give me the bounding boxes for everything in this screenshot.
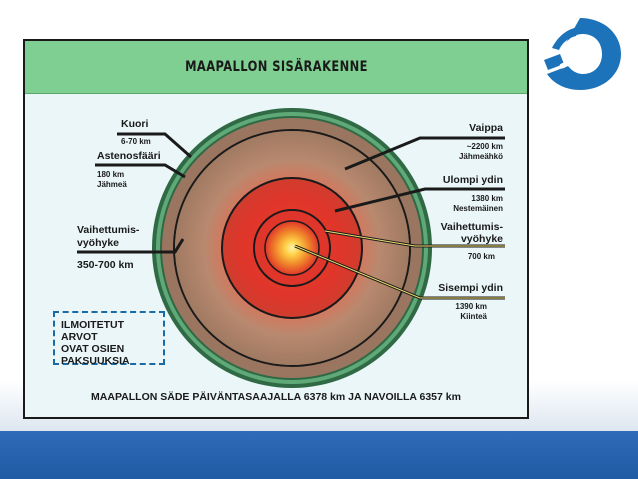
astenosfaari-value: 180 km bbox=[97, 170, 124, 179]
vaippa-label: Vaippa bbox=[469, 122, 503, 134]
logo-icon bbox=[544, 18, 621, 90]
bottom-band bbox=[0, 431, 638, 479]
diagram-panel: MAAPALLON SISÄRAKENNE bbox=[23, 39, 529, 419]
transition-zone-boundary bbox=[173, 129, 411, 367]
sisempi-ydin-label: Sisempi ydin bbox=[438, 282, 503, 294]
panel-header: MAAPALLON SISÄRAKENNE bbox=[25, 41, 527, 94]
astenosfaari-leader bbox=[95, 163, 186, 179]
kuori-value: 6-70 km bbox=[121, 137, 151, 146]
note-line3: PAKSUUKSIA bbox=[61, 355, 130, 367]
ulompi-ydin-state: Nestemäinen bbox=[453, 204, 503, 213]
earth-cross-section bbox=[152, 108, 432, 388]
ulompi-ydin-value: 1380 km bbox=[471, 194, 503, 203]
diagram-title: MAAPALLON SISÄRAKENNE bbox=[184, 59, 368, 75]
astenosfaari-state: Jähmeä bbox=[97, 180, 127, 189]
inner-core-layer bbox=[264, 220, 320, 276]
sisempi-ydin-leader-highlight bbox=[294, 245, 505, 299]
ulompi-ydin-label: Ulompi ydin bbox=[443, 174, 503, 186]
kuori-label: Kuori bbox=[121, 118, 148, 130]
vaihettumis-inner-value: 700 km bbox=[468, 252, 495, 261]
vaihettumis-outer-label-line2: vyöhyke bbox=[77, 237, 119, 249]
kuori-leader bbox=[117, 132, 192, 159]
note-box: ILMOITETUT ARVOT OVAT OSIEN PAKSUUKSIA bbox=[53, 311, 165, 367]
vaihettumis-inner-label-line2: vyöhyke bbox=[461, 233, 503, 245]
sisempi-ydin-state: Kiinteä bbox=[460, 312, 487, 321]
vaihettumis-inner-label-line1: Vaihettumis- bbox=[441, 221, 504, 233]
note-line2: OVAT OSIEN bbox=[61, 343, 125, 355]
earth-diagram: Kuori 6-70 km Astenosfääri 180 km Jähmeä… bbox=[77, 108, 505, 388]
sisempi-ydin-value: 1390 km bbox=[455, 302, 487, 311]
astenosfaari-label: Astenosfääri bbox=[97, 150, 161, 162]
vaippa-value: ~2200 km bbox=[467, 142, 503, 151]
vaihettumis-outer-value: 350-700 km bbox=[77, 259, 134, 271]
vaihettumis-outer-label-line1: Vaihettumis- bbox=[77, 224, 140, 236]
footer-caption: MAAPALLON SÄDE PÄIVÄNTASAAJALLA 6378 km … bbox=[91, 391, 461, 403]
vaippa-state: Jähmeähkö bbox=[459, 152, 503, 161]
ulompi-ydin-leader bbox=[334, 187, 505, 213]
vaihettumis-outer-leader bbox=[77, 238, 185, 254]
vaihettumis-inner-leader-highlight bbox=[324, 230, 505, 247]
vaippa-leader bbox=[344, 136, 505, 171]
note-line1: ILMOITETUT ARVOT bbox=[61, 319, 124, 343]
